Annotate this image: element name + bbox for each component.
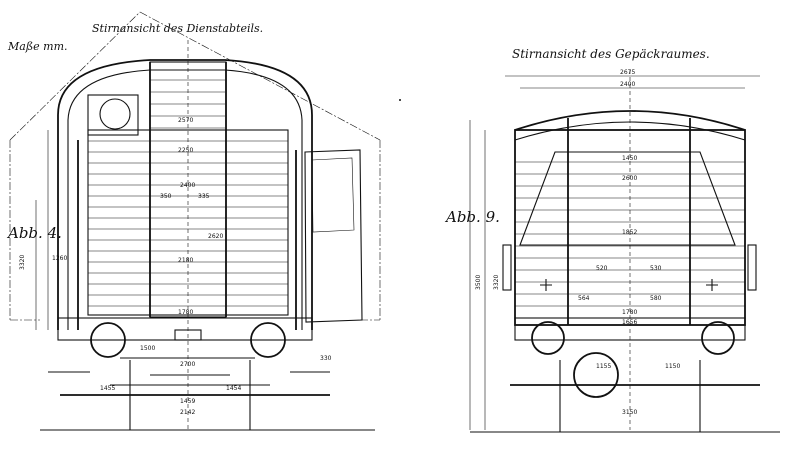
dim-l-14: 330 [320,355,332,362]
right-view-drawing [469,70,780,433]
dim-r-13: 1155 [596,363,611,370]
units-note: Maße mm. [7,40,68,53]
dim-l-13: 2142 [180,409,195,416]
dim-l-3: 350 [160,193,172,200]
dim-l-16: 1455 [100,385,115,392]
left-figure-label: Abb. 4. [6,224,62,242]
dim-r-5: 520 [596,265,608,272]
dim-r-11: 3320 [493,275,500,290]
dim-l-10: 2700 [180,361,195,368]
dim-r-12: 3500 [475,275,482,290]
dim-l-15: 1454 [226,385,241,392]
dim-l-0: 2570 [178,117,193,124]
dim-r-6: 530 [650,265,662,272]
dim-r-4: 1852 [622,229,637,236]
dim-l-8: 3320 [19,255,26,270]
dim-r-14: 1150 [665,363,680,370]
left-view-title: Stirnansicht des Dienstabteils. [92,22,263,35]
dim-l-4: 335 [198,193,210,200]
dim-r-0: 2675 [620,69,635,76]
right-figure-label: Abb. 9. [444,208,500,226]
dim-l-1: 2400 [180,182,195,189]
dim-l-5: 2250 [178,147,193,154]
left-view-drawing [9,11,381,431]
dim-l-11: 1500 [140,345,155,352]
dim-r-3: 2600 [622,175,637,182]
dim-r-1: 2400 [620,81,635,88]
dim-r-10: 1656 [622,319,637,326]
dim-r-8: 580 [650,295,662,302]
dim-l-9: 1780 [178,309,193,316]
dim-r-2: 1450 [622,155,637,162]
left-view-dimensions: 2570 2400 2620 350 335 2250 2180 1260 33… [19,117,332,416]
dim-l-7: 1260 [52,255,67,262]
dim-r-15: 3150 [622,409,637,416]
dim-l-6: 2180 [178,257,193,264]
dim-l-2: 2620 [208,233,223,240]
dim-l-12: 1459 [180,398,195,405]
dim-r-7: 564 [578,295,590,302]
right-view-dimensions: 2675 2400 1450 2600 1852 520 530 564 580… [475,69,680,416]
dim-r-9: 1780 [622,309,637,316]
right-view-title: Stirnansicht des Gepäckraumes. [512,47,710,61]
ink-dot [399,99,401,101]
